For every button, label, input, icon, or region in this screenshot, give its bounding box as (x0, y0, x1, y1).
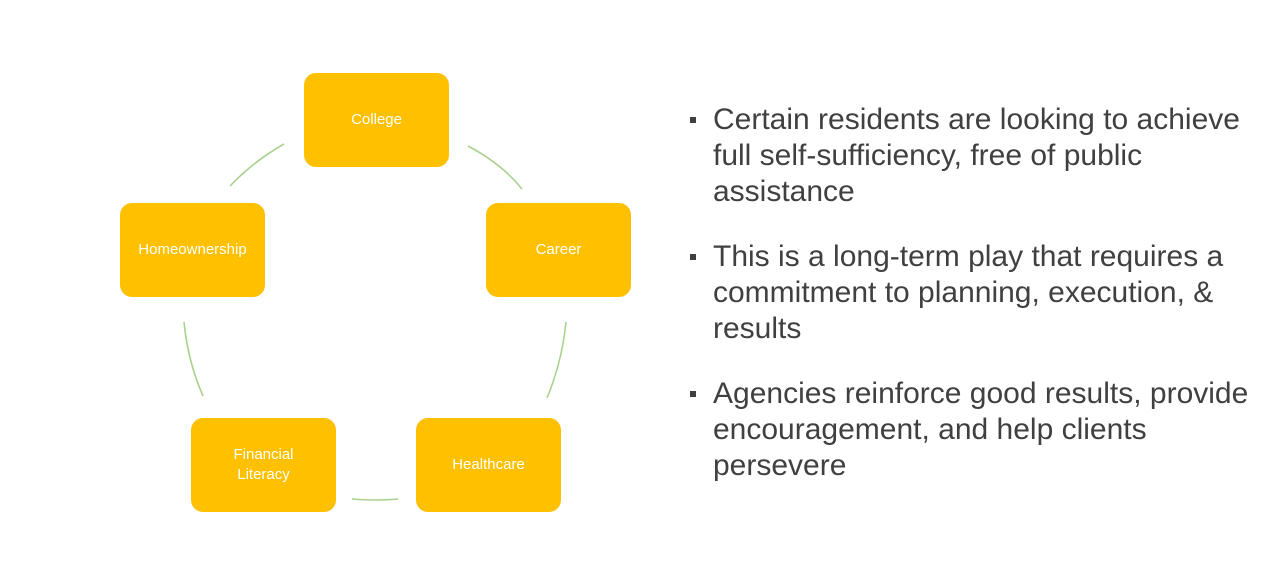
connector-financial-homeownership (183, 321, 204, 397)
node-career: Career (486, 203, 631, 297)
node-financial-literacy: Financial Literacy (191, 418, 336, 512)
bullet-text: This is a long-term play that requires a… (713, 240, 1224, 345)
bullet-text: Certain residents are looking to achieve… (713, 103, 1240, 208)
node-label: College (351, 111, 402, 128)
bullet-item: Certain residents are looking to achieve… (690, 102, 1250, 210)
bullet-marker-icon (690, 254, 696, 260)
node-label: Homeownership (138, 241, 247, 258)
bullet-text: Agencies reinforce good results, provide… (713, 377, 1249, 482)
connector-healthcare-financial (351, 498, 399, 501)
node-healthcare: Healthcare (416, 418, 561, 512)
bullet-marker-icon (690, 391, 696, 397)
bullet-item: Agencies reinforce good results, provide… (690, 376, 1250, 484)
node-label: Career (535, 241, 582, 258)
bullet-list: Certain residents are looking to achieve… (690, 102, 1250, 513)
node-college: College (304, 73, 449, 167)
node-homeownership: Homeownership (120, 203, 265, 297)
bullet-item: This is a long-term play that requires a… (690, 239, 1250, 347)
connector-career-healthcare (546, 321, 567, 399)
node-label: Healthcare (452, 456, 525, 473)
connector-college-career (467, 145, 523, 190)
bullet-marker-icon (690, 117, 696, 123)
node-label: Financial Literacy (233, 446, 294, 483)
connector-homeownership-college (229, 143, 285, 187)
